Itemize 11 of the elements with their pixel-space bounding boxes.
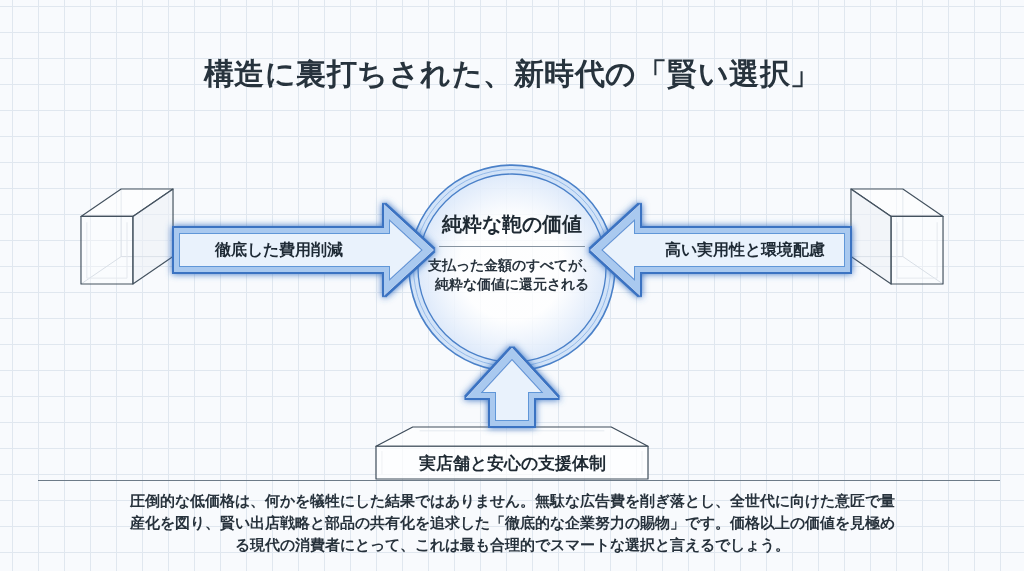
value-circle (408, 164, 616, 372)
platform-block (375, 426, 649, 480)
wireframe-cube (850, 188, 944, 285)
caption-text: 圧倒的な低価格は、何かを犠牲にした結果ではありません。無駄な広告費を削ぎ落とし、全世代に向けた意匠で量産化を図り、賢い出店戦略と部品の共有化を追求した「徹底的な企業努力の賜物」です。価格以上の価値を見極める現代の消費者にとって、これは最も合理的でスマートな選択と言えるでしょう。 (128, 491, 896, 556)
arrow-label: 高い実用性と環境配慮 (665, 240, 826, 260)
node-text: 支払った金額のすべてが、純粋な価値に還元される (427, 256, 597, 294)
arrow-label: 徹底した費用削減 (214, 240, 343, 260)
node-heading: 純粋な鞄の価値 (442, 212, 582, 237)
page-title: 構造に裏打ちされた、新時代の「賢い選択」 (203, 55, 821, 93)
wireframe-cube (80, 188, 174, 285)
block-label: 実店舗と安心の支援体制 (418, 453, 606, 474)
